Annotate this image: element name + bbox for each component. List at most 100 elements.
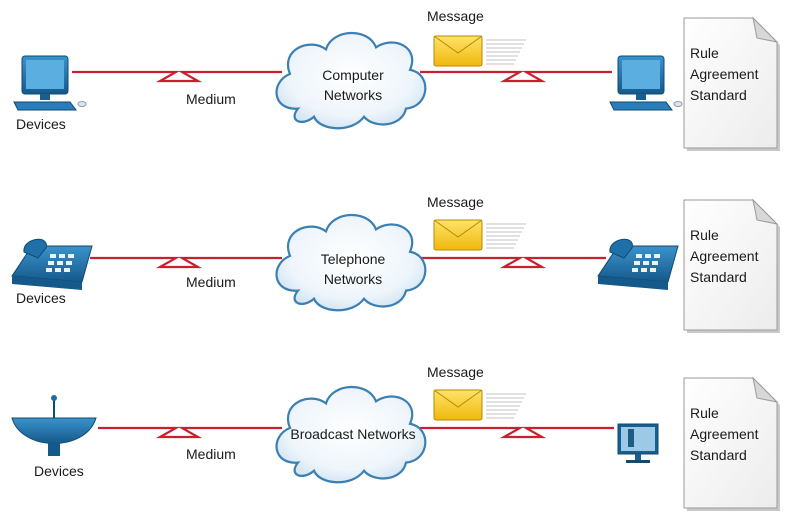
medium-label: Medium: [186, 446, 236, 462]
doc-text: Rule Agreement Standard: [690, 43, 758, 106]
network-label-broadcast: Broadcast Networks: [290, 426, 416, 442]
mouse: [77, 101, 87, 107]
medium-link-left: [98, 426, 282, 439]
dish-mount: [48, 442, 60, 456]
doc-line-agreement: Agreement: [690, 426, 759, 442]
desktop-computer-icon: [609, 55, 683, 111]
keypad-key: [654, 254, 660, 258]
keypad-key: [652, 261, 658, 265]
keypad-key: [55, 268, 61, 272]
keypad-key: [632, 268, 638, 272]
envelope-icon: [433, 389, 526, 421]
document-fold: [752, 376, 779, 403]
document-page: [683, 377, 778, 509]
handset: [23, 238, 47, 259]
document-fold: [752, 198, 779, 225]
envelope-flap: [433, 389, 483, 408]
cloud-computer-networks: [275, 31, 427, 130]
keypad-key: [64, 268, 70, 272]
cloud-shape: [275, 213, 427, 312]
keypad-key: [643, 261, 649, 265]
document-page: [683, 17, 778, 149]
network-line: Computer: [322, 67, 384, 83]
monitor-stand: [40, 94, 50, 100]
satellite-dish-icon: [11, 395, 97, 456]
envelope-body: [433, 35, 483, 67]
keypad-key: [68, 254, 74, 258]
devices-label: Devices: [16, 116, 66, 132]
envelope-flap: [433, 219, 483, 238]
medium-link-right: [420, 256, 606, 269]
cloud-shape: [275, 385, 427, 484]
network-line: Networks: [323, 271, 383, 287]
mouse: [673, 101, 683, 107]
phone-side: [12, 276, 82, 290]
message-label: Message: [427, 364, 484, 380]
doc-text: Rule Agreement Standard: [690, 225, 758, 288]
dish-bowl: [11, 417, 97, 444]
telephone-icon: [11, 238, 93, 290]
keypad-key: [641, 268, 647, 272]
keypad-key: [48, 261, 54, 265]
envelope-body: [433, 219, 483, 251]
keyboard: [609, 101, 673, 111]
monitor-stand: [636, 94, 646, 100]
tv-stand: [635, 454, 641, 460]
message-label: Message: [427, 8, 484, 24]
envelope-body: [433, 389, 483, 421]
document-icon: [683, 198, 780, 333]
tv-screen: [621, 427, 655, 451]
desktop-computer-icon: [13, 55, 87, 111]
envelope-flap: [433, 35, 483, 54]
medium-label: Medium: [186, 274, 236, 290]
doc-line-standard: Standard: [690, 87, 747, 103]
phone-side: [598, 276, 668, 290]
doc-line-rule: Rule: [690, 227, 719, 243]
doc-line-agreement: Agreement: [690, 66, 759, 82]
keypad-key: [650, 268, 656, 272]
network-label-telephone: Telephone Networks: [298, 249, 408, 289]
medium-link-right: [420, 70, 612, 83]
doc-line-agreement: Agreement: [690, 248, 759, 264]
keypad-key: [46, 268, 52, 272]
monitor-screen: [26, 60, 64, 89]
tv-base: [626, 460, 650, 463]
keypad-key: [57, 261, 63, 265]
document-icon: [683, 376, 780, 511]
doc-line-standard: Standard: [690, 447, 747, 463]
document-icon: [683, 16, 780, 151]
cloud-shape: [275, 31, 427, 130]
cloud-broadcast-networks: [275, 385, 427, 484]
envelope-icon: [433, 219, 526, 251]
keypad-key: [59, 254, 65, 258]
network-label-computer: Computer Networks: [298, 65, 408, 105]
doc-line-standard: Standard: [690, 269, 747, 285]
cloud-telephone-networks: [275, 213, 427, 312]
medium-label: Medium: [186, 91, 236, 107]
tv-figure: [628, 429, 634, 447]
tv-monitor-icon: [617, 423, 659, 463]
medium-link-left: [90, 256, 282, 269]
network-line: Telephone: [320, 251, 386, 267]
doc-text: Rule Agreement Standard: [690, 403, 758, 466]
doc-line-rule: Rule: [690, 405, 719, 421]
keypad-key: [66, 261, 72, 265]
medium-link-right: [420, 426, 614, 439]
envelope-icon: [433, 35, 526, 67]
keypad-key: [634, 261, 640, 265]
keyboard: [13, 101, 77, 111]
document-fold: [752, 16, 779, 43]
devices-label: Devices: [16, 290, 66, 306]
keypad-key: [645, 254, 651, 258]
message-label: Message: [427, 194, 484, 210]
devices-label: Devices: [34, 463, 84, 479]
handset: [609, 238, 633, 259]
dish-feed-tip: [51, 395, 57, 401]
keypad-key: [50, 254, 56, 258]
document-page: [683, 199, 778, 331]
medium-link-left: [72, 70, 282, 83]
telephone-icon: [597, 238, 679, 290]
monitor-screen: [622, 60, 660, 89]
